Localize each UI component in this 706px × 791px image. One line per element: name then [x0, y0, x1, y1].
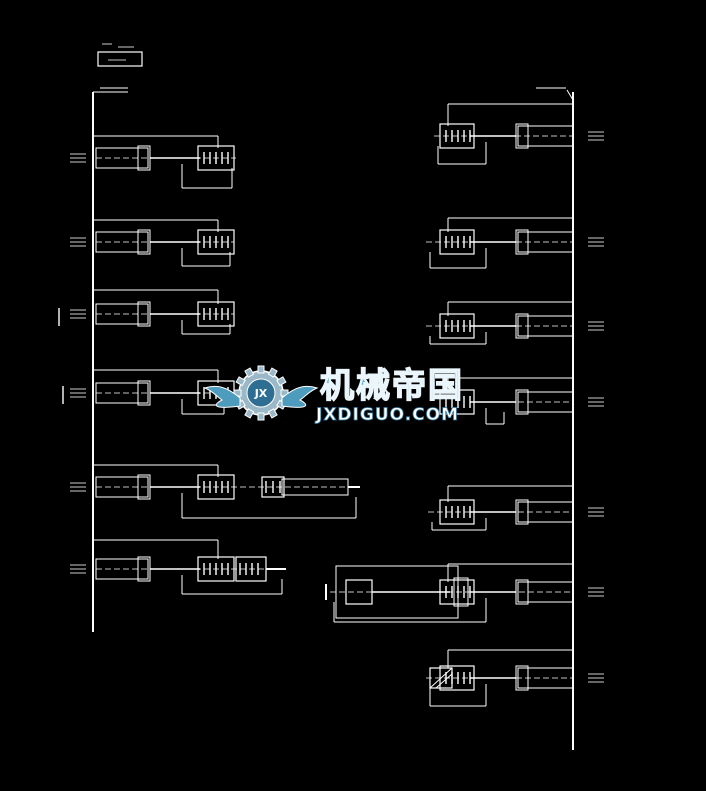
switch-box [95, 231, 149, 253]
left-wing-icon [203, 385, 241, 408]
gear-tooth [267, 408, 278, 419]
breaker-box [453, 577, 469, 607]
watermark-title-en: JXDIGUO.COM [315, 405, 459, 425]
breaker-box [261, 476, 285, 498]
right-bus-header [566, 89, 574, 101]
breaker-box [439, 313, 475, 339]
breaker-box [439, 665, 475, 691]
frame-box [335, 565, 459, 619]
gear-tooth [244, 367, 255, 378]
right-wing-icon [281, 385, 319, 408]
switch-box [95, 558, 149, 580]
gear-tooth [244, 408, 255, 419]
switch-box [95, 303, 149, 325]
breaker-box [197, 229, 235, 255]
breaker-box [197, 556, 235, 582]
watermark: JX 机械帝国 JXDIGUO.COM [203, 365, 464, 425]
breaker-box [439, 229, 475, 255]
hatch-line [429, 667, 453, 689]
breaker-box [439, 389, 475, 415]
switch-box [95, 147, 149, 169]
watermark-title-cn: 机械帝国 [320, 366, 464, 406]
switch-box [517, 581, 574, 603]
breaker-box [439, 499, 475, 525]
gear-tooth [257, 412, 265, 421]
gear-tooth [257, 365, 265, 374]
title-block [97, 51, 143, 67]
switch-box [95, 382, 149, 404]
emblem-text: JX [254, 387, 268, 400]
hatch-line [435, 673, 453, 689]
switch-box [95, 476, 149, 498]
gear-tooth [235, 376, 246, 387]
breaker-box [439, 123, 475, 149]
gear-icon [233, 365, 289, 421]
breaker-box [197, 301, 235, 327]
gear-tooth [276, 376, 287, 387]
breaker-box [197, 474, 235, 500]
gear-tooth [267, 367, 278, 378]
hatch-box [429, 667, 453, 689]
breaker-box [197, 145, 235, 171]
